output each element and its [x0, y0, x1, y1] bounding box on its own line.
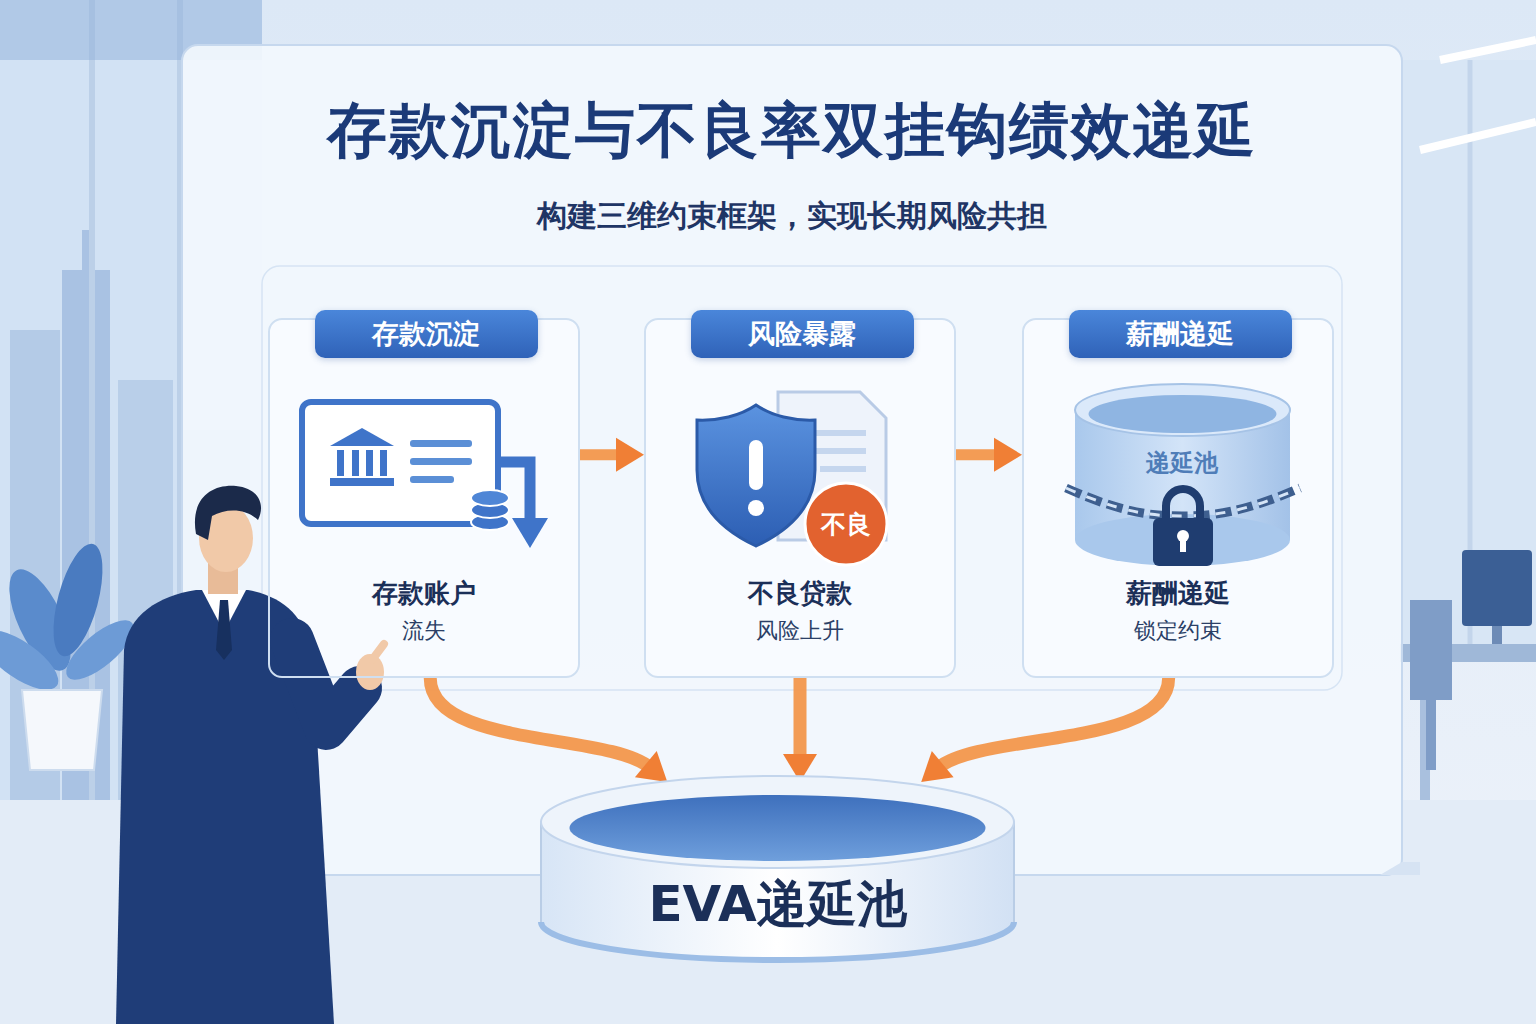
bank-icon — [330, 478, 394, 486]
bank-icon — [330, 428, 394, 446]
lock-keyhole — [1180, 538, 1186, 552]
badge-label: 不良 — [821, 508, 871, 541]
ceiling-light — [1420, 122, 1536, 150]
arrow-shaft — [794, 678, 807, 760]
diagram-title: 存款沉淀与不良率双挂钩绩效递延 — [182, 92, 1402, 168]
arrow-shaft — [938, 678, 1168, 768]
header-pill: 薪酬递延 — [1069, 310, 1292, 358]
process-card: 不良贷款风险上升风险暴露 — [644, 318, 956, 678]
flow-arrow — [783, 678, 817, 782]
presenter-arm — [292, 640, 360, 728]
cylinder-icon — [1075, 514, 1290, 566]
pill-label: 薪酬递延 — [1126, 310, 1234, 358]
outflow-arrow-icon — [512, 518, 548, 548]
inner-frame — [262, 266, 1342, 690]
bank-icon — [337, 450, 344, 476]
flow-arrow — [430, 678, 667, 782]
monitor-stand — [1492, 626, 1502, 644]
card-body: 流失 — [270, 616, 578, 646]
process-card: 薪酬递延锁定约束薪酬递延 — [1022, 318, 1334, 678]
arrow-head — [616, 438, 644, 472]
exclamation-icon — [748, 500, 764, 516]
card-fill — [268, 318, 580, 678]
window — [1402, 60, 1536, 660]
outflow-arrow-icon — [500, 462, 530, 520]
flow-arrow — [580, 438, 644, 472]
panel-stand — [1380, 862, 1420, 875]
pill-label: 风险暴露 — [748, 310, 856, 358]
shield-icon — [697, 405, 815, 546]
pill-label: 存款沉淀 — [372, 310, 480, 358]
monitor — [1462, 550, 1532, 626]
subtitle: 构建三维约束框架，实现长期风险共担 — [537, 196, 1047, 237]
flow-arrow — [921, 678, 1168, 782]
header-pill: 风险暴露 — [691, 310, 914, 358]
plant-pot — [22, 690, 102, 770]
text-line-icon — [410, 458, 472, 465]
main-panel — [182, 45, 1402, 875]
card-body: 锁定约束 — [1024, 616, 1332, 646]
cylinder-icon — [1075, 384, 1290, 436]
presenter-tie — [216, 600, 232, 660]
arrow-shaft — [580, 449, 622, 460]
coin-icon — [471, 490, 509, 506]
account-card-icon — [302, 402, 498, 524]
card-body: 风险上升 — [646, 616, 954, 646]
arrow-head — [994, 438, 1022, 472]
window-frame — [89, 0, 95, 800]
bank-icon — [380, 450, 387, 476]
pool-water — [570, 795, 986, 861]
header-pill: 存款沉淀 — [315, 310, 538, 358]
flow-arrow — [956, 438, 1022, 472]
arrow-shaft — [956, 449, 1000, 460]
arrow-head — [921, 751, 953, 782]
card-heading: 薪酬递延 — [1024, 576, 1332, 610]
arrow-head — [635, 751, 667, 782]
presenter-hair — [195, 486, 261, 540]
card-heading: 不良贷款 — [646, 576, 954, 610]
arrow-shaft — [430, 678, 650, 768]
bank-icon — [366, 450, 373, 476]
text-line-icon — [410, 440, 472, 447]
pool-cylinder: EVA递延池 — [538, 772, 1017, 964]
pool-outline — [538, 772, 1017, 964]
text-line-icon — [410, 476, 454, 483]
process-card: 存款账户流失存款沉淀 — [268, 318, 580, 678]
card-fill — [1022, 318, 1334, 678]
chair — [1410, 600, 1452, 770]
lock-body — [1153, 518, 1213, 566]
document-line — [820, 466, 866, 472]
exclamation-icon — [749, 440, 763, 490]
badge-circle — [805, 483, 887, 565]
pool-label: EVA递延池 — [648, 874, 906, 934]
presenter-finger — [372, 644, 384, 660]
plant-leaf — [0, 619, 67, 700]
card-fill — [644, 318, 956, 678]
ceiling-light — [1440, 40, 1536, 60]
lock-shackle — [1166, 489, 1200, 522]
pool-rim — [541, 776, 1014, 868]
cylinder-water — [1089, 395, 1277, 433]
building — [82, 230, 90, 270]
icon-label: 递延池 — [1146, 447, 1218, 479]
bank-icon — [352, 450, 359, 476]
card-heading: 存款账户 — [270, 576, 578, 610]
